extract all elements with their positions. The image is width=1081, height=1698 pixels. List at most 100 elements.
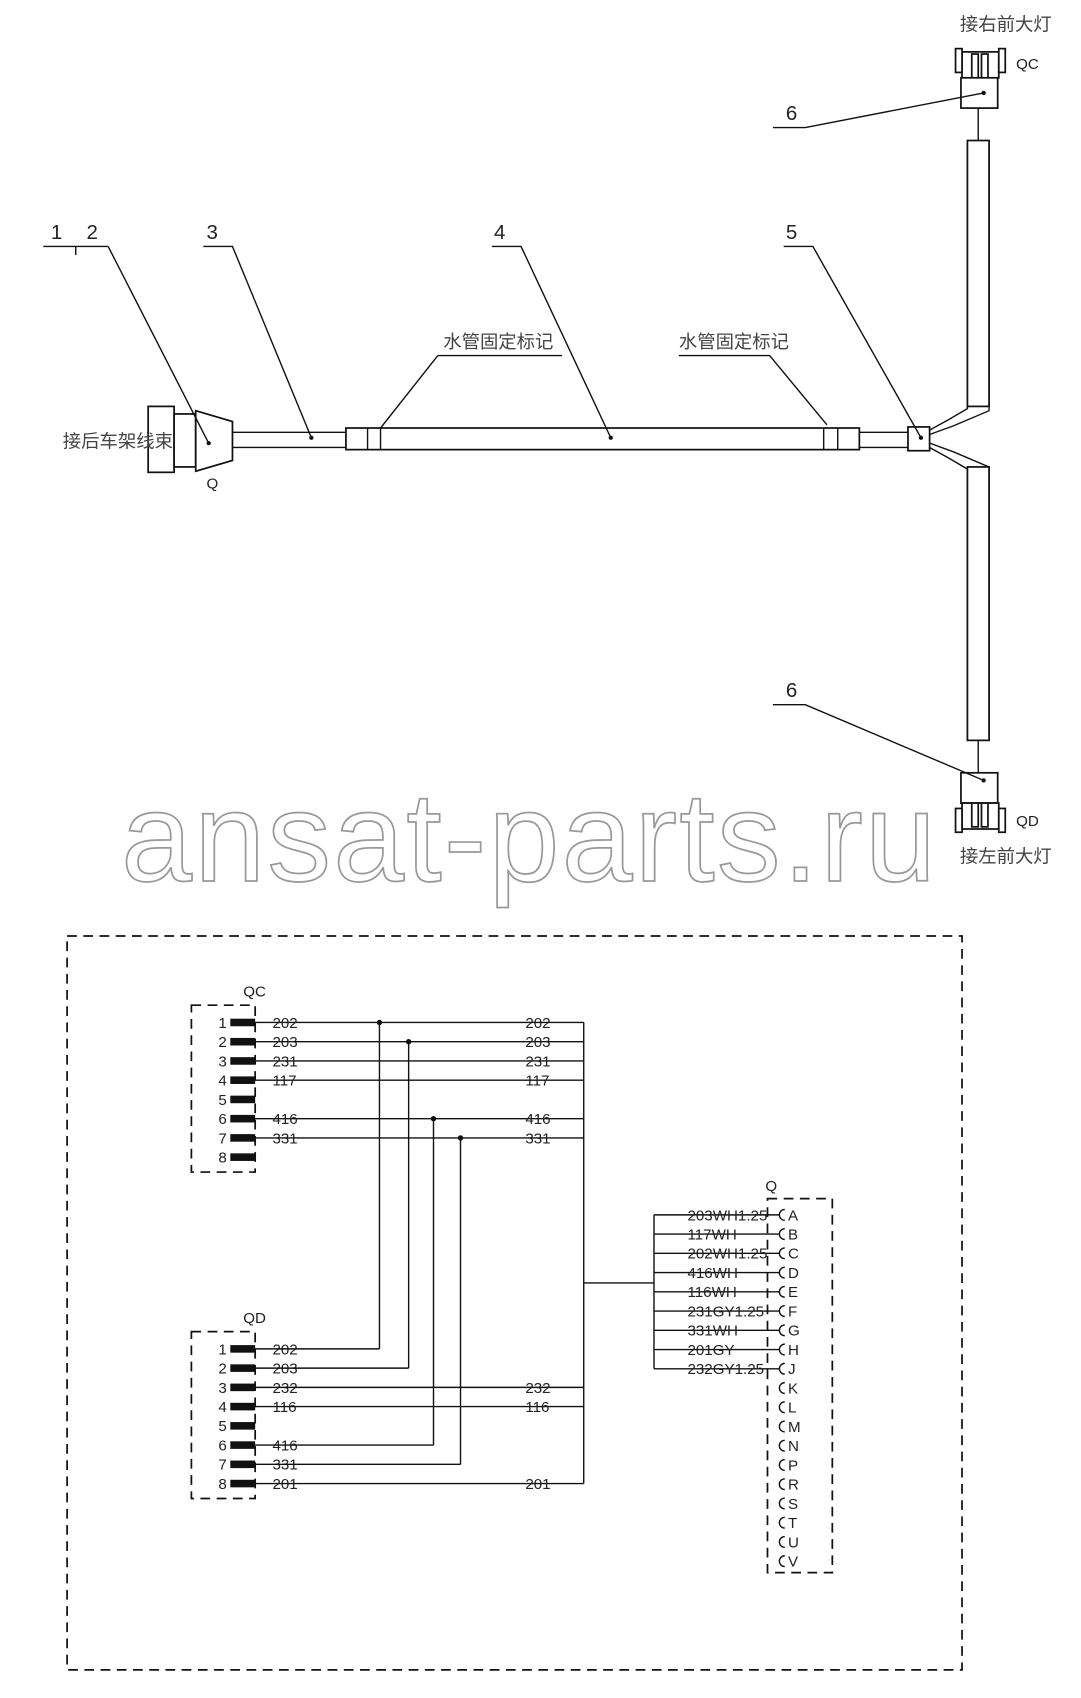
q-pin-letter: F	[788, 1303, 797, 1320]
qc-pin	[230, 1153, 256, 1161]
q-pin-letter: G	[788, 1323, 800, 1340]
qd-pin	[230, 1345, 256, 1353]
qc-pin	[230, 1057, 256, 1065]
q-socket-icon	[778, 1343, 785, 1356]
q-pin-letter: B	[788, 1227, 798, 1244]
qc-pin-number: 4	[218, 1073, 226, 1090]
q-socket-icon	[778, 1401, 785, 1414]
wire-label: 331	[525, 1130, 550, 1147]
qc-label: QC	[1016, 56, 1039, 73]
wire-label: 202	[272, 1015, 297, 1032]
qc-pin	[230, 1134, 256, 1142]
qd-pin	[230, 1422, 256, 1430]
q-pin-letter: K	[788, 1380, 798, 1397]
wire-label: 231	[272, 1053, 297, 1070]
qc-pin	[230, 1095, 256, 1104]
qc-pin	[230, 1018, 256, 1027]
callout-6-top: 6	[786, 102, 797, 125]
q-pin-letter: L	[788, 1400, 796, 1417]
q-wire-label: 116WH	[687, 1284, 736, 1301]
q-socket-icon	[778, 1535, 785, 1549]
qd-pin-number: 7	[218, 1457, 226, 1474]
q-pin-letter: M	[788, 1419, 801, 1436]
connector-q-label: Q	[207, 476, 219, 493]
qc-pin-number: 7	[218, 1130, 226, 1147]
wire-label: 201	[272, 1476, 297, 1493]
qc-headlamp-connector	[954, 47, 1007, 109]
q-socket-icon	[778, 1381, 785, 1395]
qc-pin-number: 5	[218, 1092, 226, 1109]
qd-pin	[230, 1479, 256, 1488]
qc-pin	[230, 1114, 256, 1123]
qd-pin	[230, 1364, 256, 1372]
callouts: 1 2 3 4 5 6 6 水管固定标记 水管固定标记	[43, 92, 984, 782]
qd-pin-number: 8	[218, 1476, 226, 1493]
q-pin-letter: S	[788, 1496, 798, 1513]
qd-headlamp-connector	[954, 771, 1007, 834]
wire-label: 116	[525, 1399, 549, 1416]
right-headlamp-label: 接右前大灯	[960, 14, 1052, 35]
q-socket-icon	[778, 1439, 785, 1452]
q-socket-icon	[778, 1266, 785, 1279]
q-wire-label: 203WH1.25	[687, 1207, 767, 1224]
qd-pin-number: 4	[218, 1399, 226, 1416]
q-socket-icon	[778, 1555, 785, 1568]
qc-pin	[230, 1037, 256, 1046]
q-wire-label: 231GY1.25	[687, 1303, 764, 1320]
schematic-frame	[66, 935, 963, 1671]
q-wire-label: 232GY1.25	[687, 1361, 764, 1378]
q-pin-letter: P	[788, 1457, 798, 1474]
qd-pin-number: 3	[218, 1380, 226, 1397]
callout-5: 5	[786, 221, 797, 244]
left-headlamp-label: 接左前大灯	[960, 847, 1052, 868]
q-pin-letter: V	[788, 1554, 799, 1571]
qd-pin-number: 2	[218, 1361, 226, 1378]
qd-pin-number: 1	[218, 1341, 226, 1358]
qd-pin	[230, 1441, 256, 1449]
rear-connector-q	[147, 405, 234, 474]
callout-4: 4	[494, 221, 505, 244]
qc-title: QC	[243, 984, 266, 1001]
wire-label: 203	[272, 1361, 297, 1378]
q-socket-icon	[778, 1478, 785, 1491]
q-socket-icon	[778, 1516, 785, 1529]
qd-pin-number: 6	[218, 1437, 226, 1454]
callout-6-bottom: 6	[786, 679, 797, 702]
wire-label: 117	[272, 1073, 296, 1090]
q-socket-icon	[778, 1458, 785, 1472]
wire-label: 231	[525, 1053, 550, 1070]
q-socket-icon	[778, 1304, 785, 1318]
wire-label: 116	[272, 1399, 296, 1416]
q-box	[766, 1197, 834, 1574]
q-socket-icon	[778, 1227, 785, 1241]
wire-label: 202	[525, 1015, 550, 1032]
qc-box	[190, 1004, 257, 1173]
qc-pin-number: 1	[218, 1015, 226, 1032]
wire-label: 201	[525, 1476, 550, 1493]
q-pin-letter: E	[788, 1284, 798, 1301]
wire-label: 202	[272, 1341, 297, 1358]
q-wire-label: 331WH	[687, 1323, 737, 1340]
callout-1: 1	[51, 221, 62, 244]
wire-label: 416	[525, 1111, 550, 1128]
q-socket-icon	[778, 1420, 785, 1433]
wire-label: 416	[272, 1437, 297, 1454]
q-socket-icon	[778, 1285, 785, 1298]
qc-pin-number: 8	[218, 1150, 226, 1167]
q-pin-letter: A	[788, 1207, 799, 1224]
qd-pin-number: 5	[218, 1418, 226, 1435]
watermark: ansat-parts.ru	[121, 767, 938, 909]
qc-pin-number: 6	[218, 1111, 226, 1128]
rear-frame-label: 接后车架线束	[63, 431, 173, 452]
q-pin-letter: H	[788, 1342, 799, 1359]
qd-pin	[230, 1383, 256, 1392]
qc-pin	[230, 1076, 256, 1084]
q-pin-letter: T	[788, 1515, 797, 1532]
q-socket-icon	[778, 1362, 785, 1375]
qc-pin-number: 3	[218, 1053, 226, 1070]
wire-label: 331	[272, 1130, 297, 1147]
q-pin-letter: R	[788, 1477, 799, 1494]
